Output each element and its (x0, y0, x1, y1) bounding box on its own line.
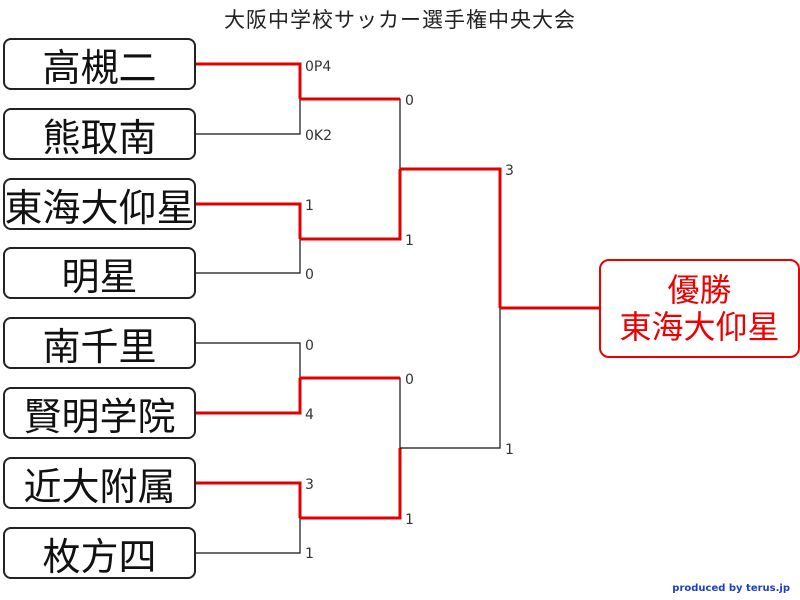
match-r1-2 (196, 202, 302, 274)
team-box-6: 賢明学院 (3, 387, 196, 439)
loser-path (196, 342, 301, 378)
score-final-bottom: 1 (505, 442, 514, 458)
score-sf-2-top: 0 (405, 372, 414, 388)
loser-path (196, 518, 301, 554)
winner-path (196, 62, 302, 99)
score-r1-1-top: 0P4 (305, 59, 332, 75)
match-sf-1 (300, 97, 402, 241)
score-r1-2-bottom: 0 (305, 267, 314, 283)
match-r1-3 (196, 342, 302, 415)
match-final (400, 167, 600, 449)
winner-path (300, 448, 402, 520)
loser-path (196, 99, 301, 135)
winner-path (196, 481, 302, 518)
match-r1-1 (196, 62, 302, 135)
loser-path (400, 308, 501, 449)
winner-path (400, 167, 502, 308)
match-sf-2 (300, 376, 402, 520)
score-r1-2-top: 1 (305, 198, 314, 214)
team-box-1: 高槻二 (3, 38, 196, 90)
team-box-2: 熊取南 (3, 108, 196, 160)
score-sf-2-bottom: 1 (405, 512, 414, 528)
score-r1-3-top: 0 (305, 338, 314, 354)
loser-path (300, 377, 401, 448)
score-sf-1-top: 0 (405, 93, 414, 109)
score-r1-1-bottom: 0K2 (305, 128, 332, 144)
team-box-3: 東海大仰星 (3, 178, 196, 230)
team-box-4: 明星 (3, 247, 196, 299)
winner-path (196, 202, 302, 239)
winner-path (300, 169, 402, 241)
winner-path (196, 378, 302, 415)
credit-link[interactable]: produced by terus.jp (672, 583, 790, 594)
champion-label: 優勝 (667, 270, 732, 309)
page-title: 大阪中学校サッカー選手権中央大会 (224, 8, 576, 32)
match-r1-4 (196, 481, 302, 554)
champion-box: 優勝 東海大仰星 (599, 259, 800, 358)
team-box-8: 枚方四 (3, 527, 196, 579)
loser-path (196, 239, 301, 274)
team-box-7: 近大附属 (3, 457, 196, 509)
champion-team: 東海大仰星 (619, 307, 780, 346)
score-sf-1-bottom: 1 (405, 233, 414, 249)
score-r1-3-bottom: 4 (305, 407, 314, 423)
score-r1-4-bottom: 1 (305, 546, 314, 562)
team-box-5: 南千里 (3, 317, 196, 369)
score-r1-4-top: 3 (305, 477, 314, 493)
score-final-top: 3 (505, 163, 514, 179)
